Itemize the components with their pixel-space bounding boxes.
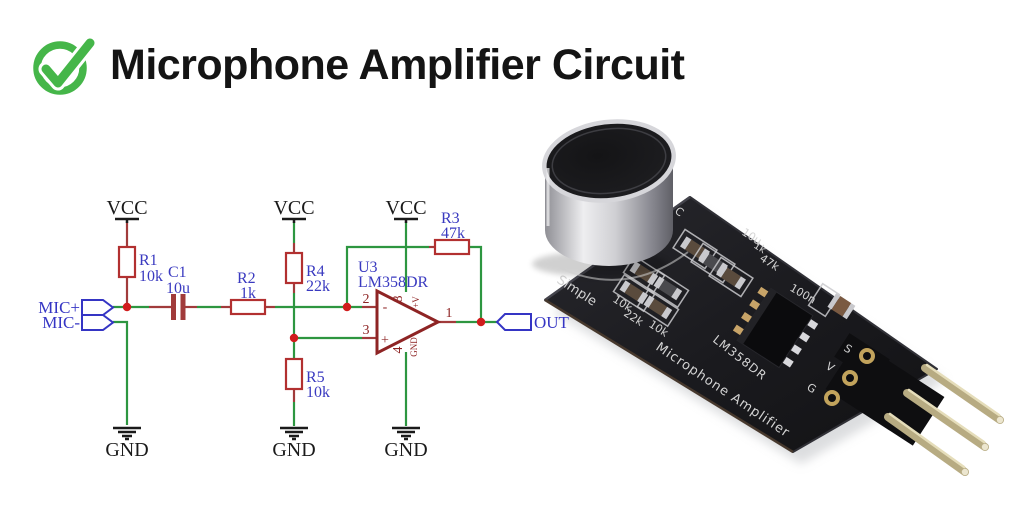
opamp-pin3-num: 3	[363, 323, 370, 338]
capacitor-c1	[171, 294, 186, 320]
page-title: Microphone Amplifier Circuit	[110, 40, 685, 89]
out-connector	[495, 313, 532, 331]
pad-ring-v	[842, 370, 858, 386]
mic-minus-connector	[81, 314, 115, 331]
check-circle-icon	[33, 35, 96, 95]
c1-ref: C1	[168, 264, 187, 281]
pcb-edge-side	[544, 298, 794, 454]
header: Microphone Amplifier Circuit	[30, 34, 685, 96]
smd-cap-100n	[807, 282, 856, 320]
r1-value: 10k	[139, 268, 163, 285]
gnd-label-1: GND	[105, 439, 148, 461]
vcc-label-1: VCC	[106, 197, 147, 219]
u3-part: LM358DR	[358, 274, 429, 291]
pin-1-highlight	[925, 363, 1001, 417]
r5-ref: R5	[306, 369, 325, 386]
gnd-symbol-2	[280, 426, 308, 441]
r4-value: 22k	[306, 278, 330, 295]
opamp-pin4-num: 4	[391, 347, 406, 354]
opamp-plus-sign: +	[381, 333, 389, 348]
module-photo: Simple C 10u 1k 47k 10k 22k 10k 100n LM3…	[532, 119, 1004, 476]
out-label: OUT	[534, 313, 570, 332]
opamp-vplus-label: +V	[411, 296, 421, 308]
r1-ref: R1	[139, 252, 158, 269]
opamp-minus-sign: -	[383, 300, 388, 315]
resistor-r1	[117, 245, 137, 279]
pin-3-highlight	[888, 412, 966, 469]
schematic: VCC VCC VCC GND GND GND MIC+ MIC- OUT R1…	[38, 197, 569, 461]
pin-2-tip	[981, 443, 989, 451]
opamp-pin2-num: 2	[363, 292, 370, 307]
header-pins	[884, 363, 1004, 476]
r3-value: 47k	[441, 225, 465, 242]
schematic-wires	[113, 222, 497, 426]
gnd-symbol-1	[113, 426, 141, 441]
opamp-triangle	[375, 288, 442, 356]
mic-minus-label: MIC-	[42, 313, 80, 332]
resistor-r5	[284, 357, 304, 391]
r2-value: 1k	[240, 285, 256, 302]
capsule-footprint-arc	[559, 251, 689, 281]
gnd-symbols	[113, 426, 420, 441]
r4-ref: R4	[306, 263, 325, 280]
header-pin-1	[921, 364, 1004, 424]
vcc-symbols	[115, 217, 418, 223]
header-pin-3	[884, 413, 969, 476]
pin-2-highlight	[907, 388, 986, 444]
gnd-symbol-3	[392, 426, 420, 441]
resistor-r2	[229, 298, 267, 316]
soic8-chip	[732, 286, 819, 369]
mic-capsule	[532, 119, 689, 281]
vcc-label-2: VCC	[273, 197, 314, 219]
opamp-gnd-label: GND	[409, 337, 419, 357]
smd-cluster-top	[672, 228, 754, 298]
mic-plus-connector	[81, 299, 115, 316]
header-pin-2	[903, 389, 989, 451]
resistor-r3	[433, 238, 471, 256]
opamp-pin1-num: 1	[446, 306, 453, 321]
resistor-r4	[284, 251, 304, 285]
pin-1-tip	[996, 416, 1004, 424]
pad-ring-s	[859, 348, 875, 364]
capsule-top	[542, 119, 676, 203]
vcc-label-3: VCC	[385, 197, 426, 219]
c1-value: 10u	[166, 280, 190, 297]
gnd-label-3: GND	[384, 439, 427, 461]
opamp-pin8-num: 8	[391, 296, 406, 303]
pad-ring-g	[824, 390, 840, 406]
through-hole-pads	[824, 348, 875, 406]
r2-ref: R2	[237, 270, 256, 287]
pin-3-tip	[961, 468, 969, 476]
mic-plus-label: MIC+	[38, 298, 80, 317]
r3-ref: R3	[441, 210, 460, 227]
u3-ref: U3	[358, 259, 378, 276]
r5-value: 10k	[306, 384, 330, 401]
junction-dots	[122, 302, 486, 343]
gnd-label-2: GND	[272, 439, 315, 461]
schematic-pin-stubs	[125, 222, 456, 402]
